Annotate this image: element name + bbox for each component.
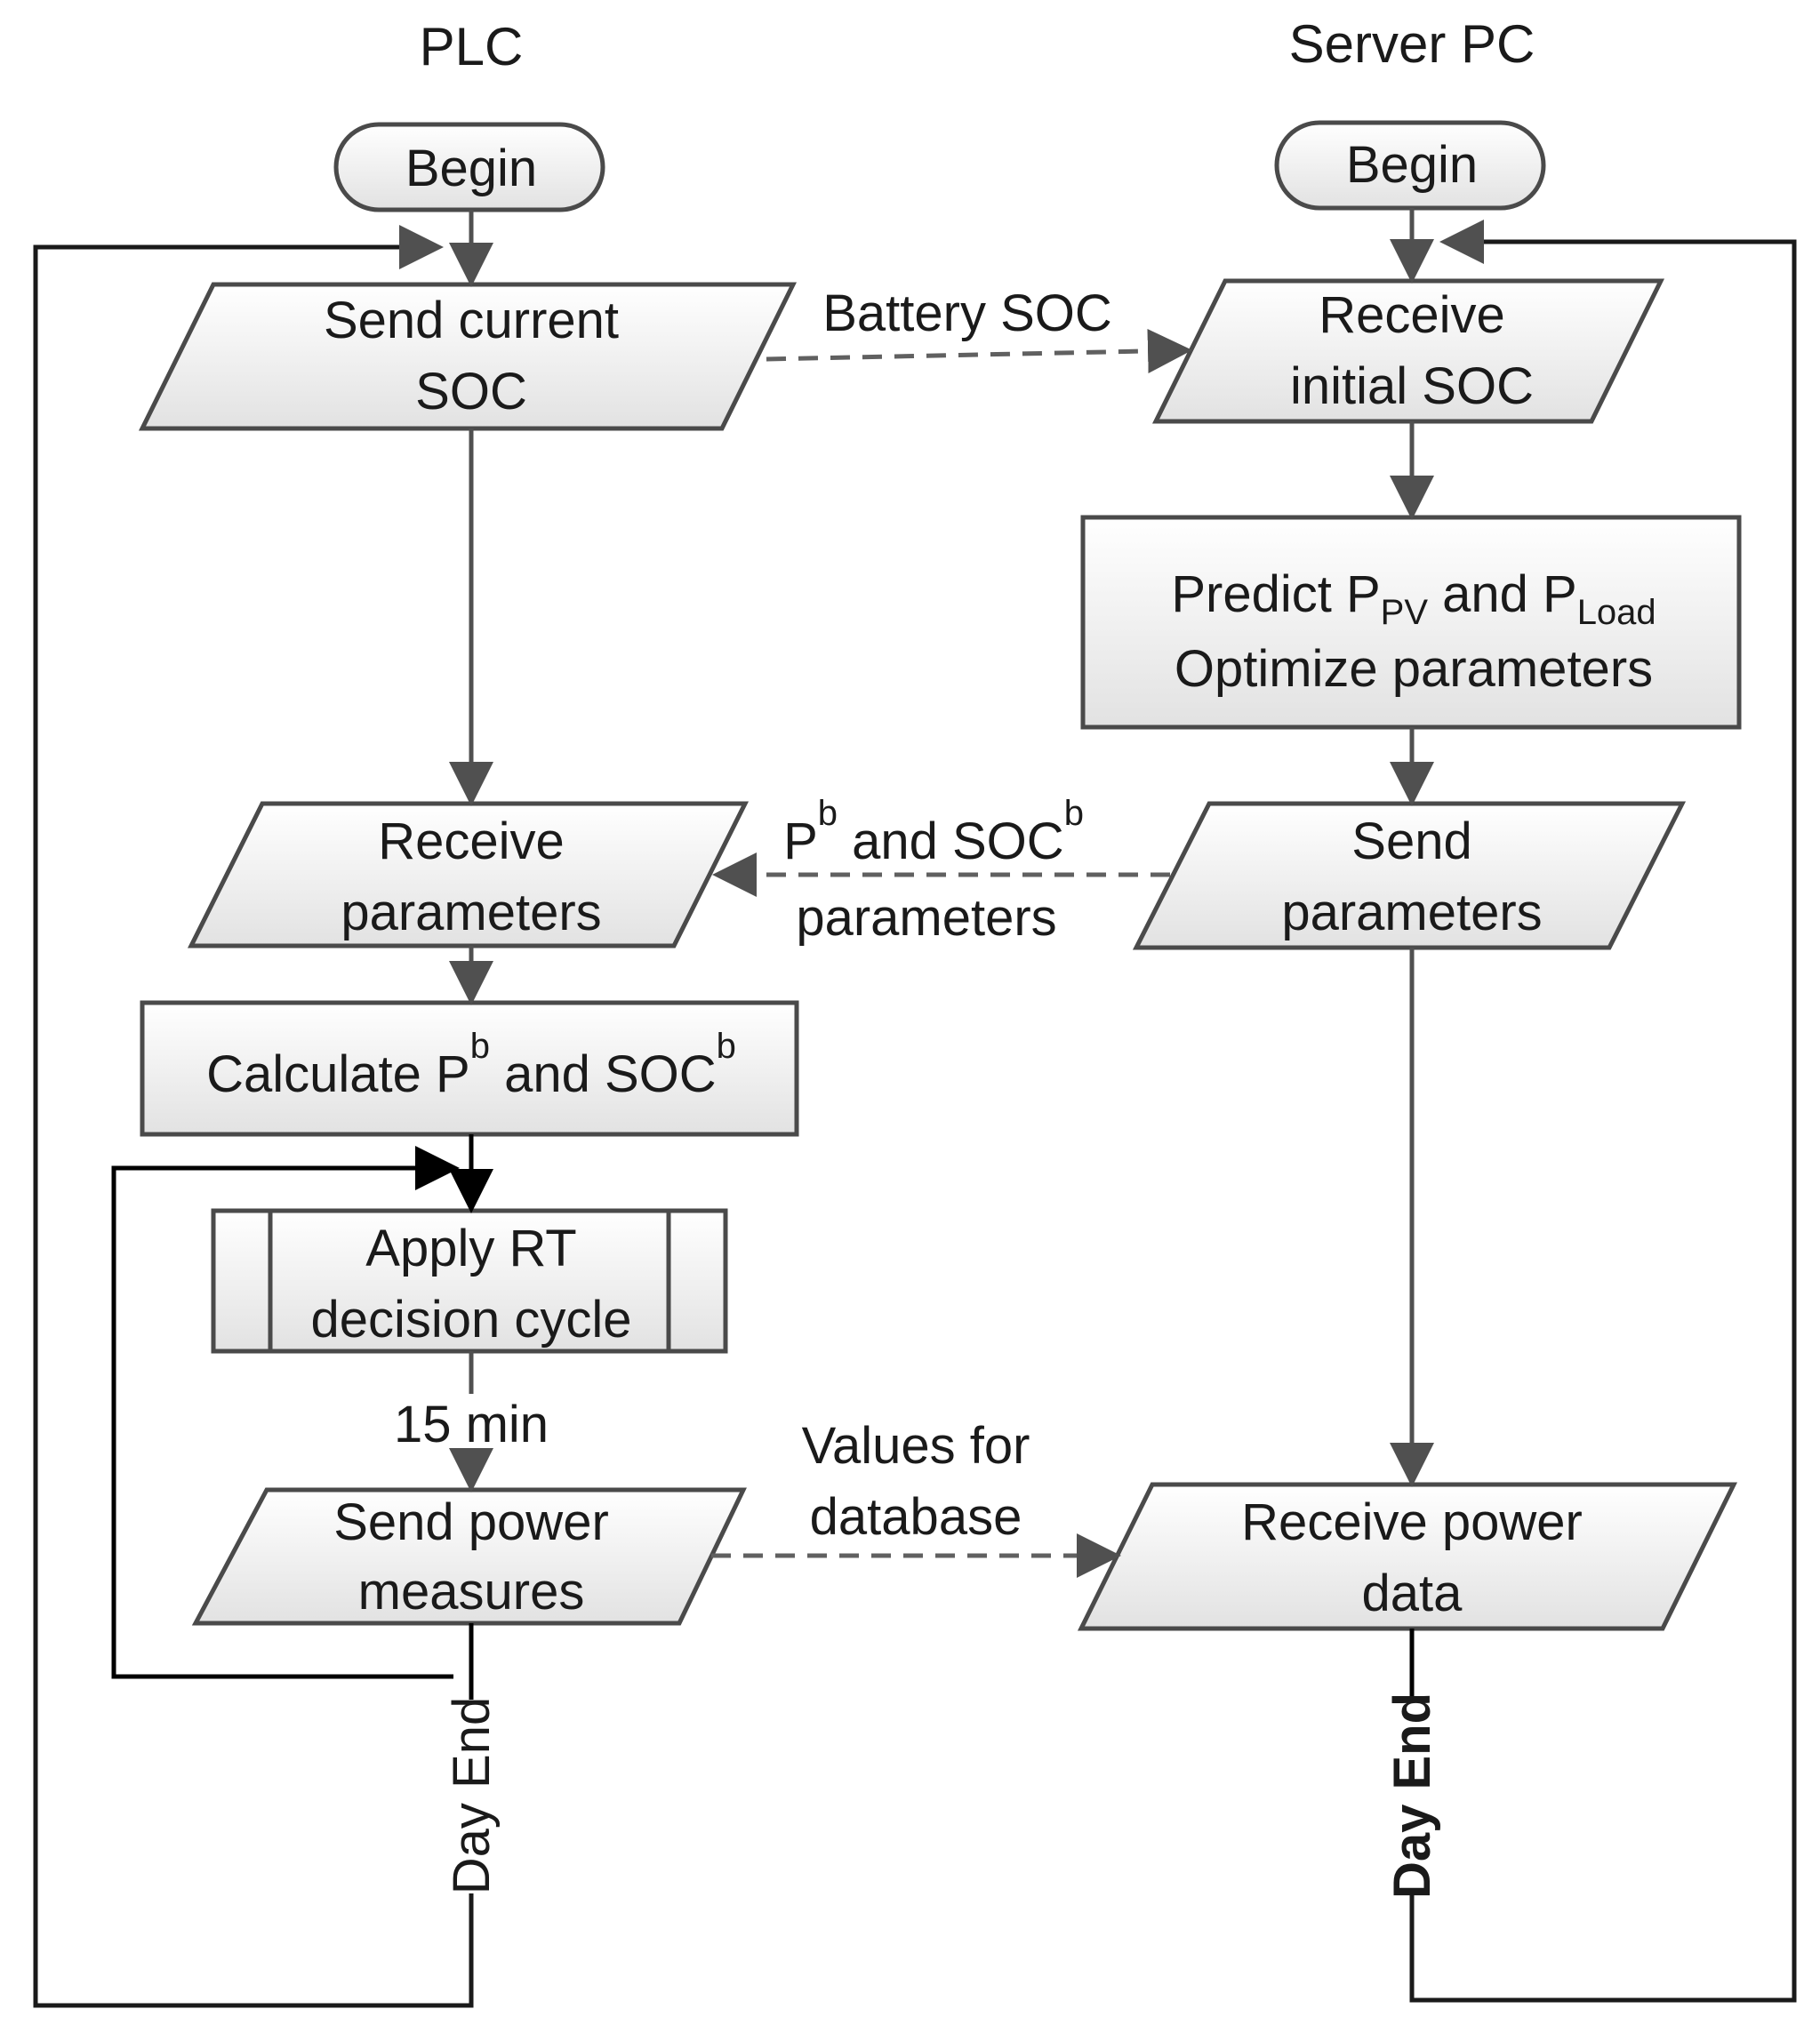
predict-optimize-process: Predict PPV and PLoad Optimize parameter… [1080,515,1742,730]
receive-params-label-2: parameters [341,884,601,941]
server-begin-label: Begin [1346,136,1478,194]
send-soc-label-2: SOC [415,363,527,420]
send-power-io: Send power measures [191,1487,747,1626]
server-begin-terminator: Begin [1274,120,1546,211]
receive-soc-label-1: Receive [1319,286,1505,344]
send-params-label-1: Send [1351,812,1471,870]
receive-power-label-2: data [1362,1565,1463,1622]
apply-rt-subprocess: Apply RT decision cycle [211,1208,728,1354]
battery-soc-label: Battery SOC [822,284,1112,342]
plc-lane-title: PLC [420,17,524,76]
params-message-label-1: Pb and SOCb [783,794,1084,870]
plc-begin-terminator: Begin [333,122,605,212]
server-outer-loop-arrow [1409,220,1797,2003]
send-power-label-1: Send power [333,1493,609,1551]
receive-soc-io: Receive initial SOC [1151,278,1665,424]
send-params-io: Send parameters [1132,801,1687,950]
apply-rt-label-1: Apply RT [365,1220,576,1277]
inner-loop-arrow [111,1146,460,1679]
server-lane-title: Server PC [1289,14,1535,74]
receive-power-label-1: Receive power [1241,1493,1583,1551]
send-power-label-2: measures [358,1563,585,1621]
plc-outer-loop-arrow [33,225,474,2008]
receive-power-io: Receive power data [1077,1482,1738,1631]
values-db-label-1: Values for [802,1417,1030,1475]
calculate-process: Calculate Pb and SOCb [140,1000,799,1137]
predict-label: Predict PPV and PLoad [1171,565,1656,632]
server-day-end-label: Day End [1383,1693,1441,1899]
battery-soc-message-arrow [766,328,1192,373]
receive-soc-label-2: initial SOC [1290,357,1534,415]
receive-params-label-1: Receive [378,812,565,870]
interval-label: 15 min [394,1396,549,1453]
params-message-label-2: parameters [796,889,1056,947]
values-db-label-2: database [810,1488,1022,1546]
plc-day-end-label: Day End [443,1697,501,1894]
optimize-label: Optimize parameters [1175,640,1653,698]
calculate-label: Calculate Pb and SOCb [206,1027,736,1103]
apply-rt-label-2: decision cycle [310,1291,631,1349]
send-soc-io: Send current SOC [138,282,798,431]
plc-begin-label: Begin [405,140,537,197]
send-params-label-2: parameters [1281,884,1542,941]
receive-params-io: Receive parameters [187,801,750,948]
send-soc-label-1: Send current [324,292,619,349]
